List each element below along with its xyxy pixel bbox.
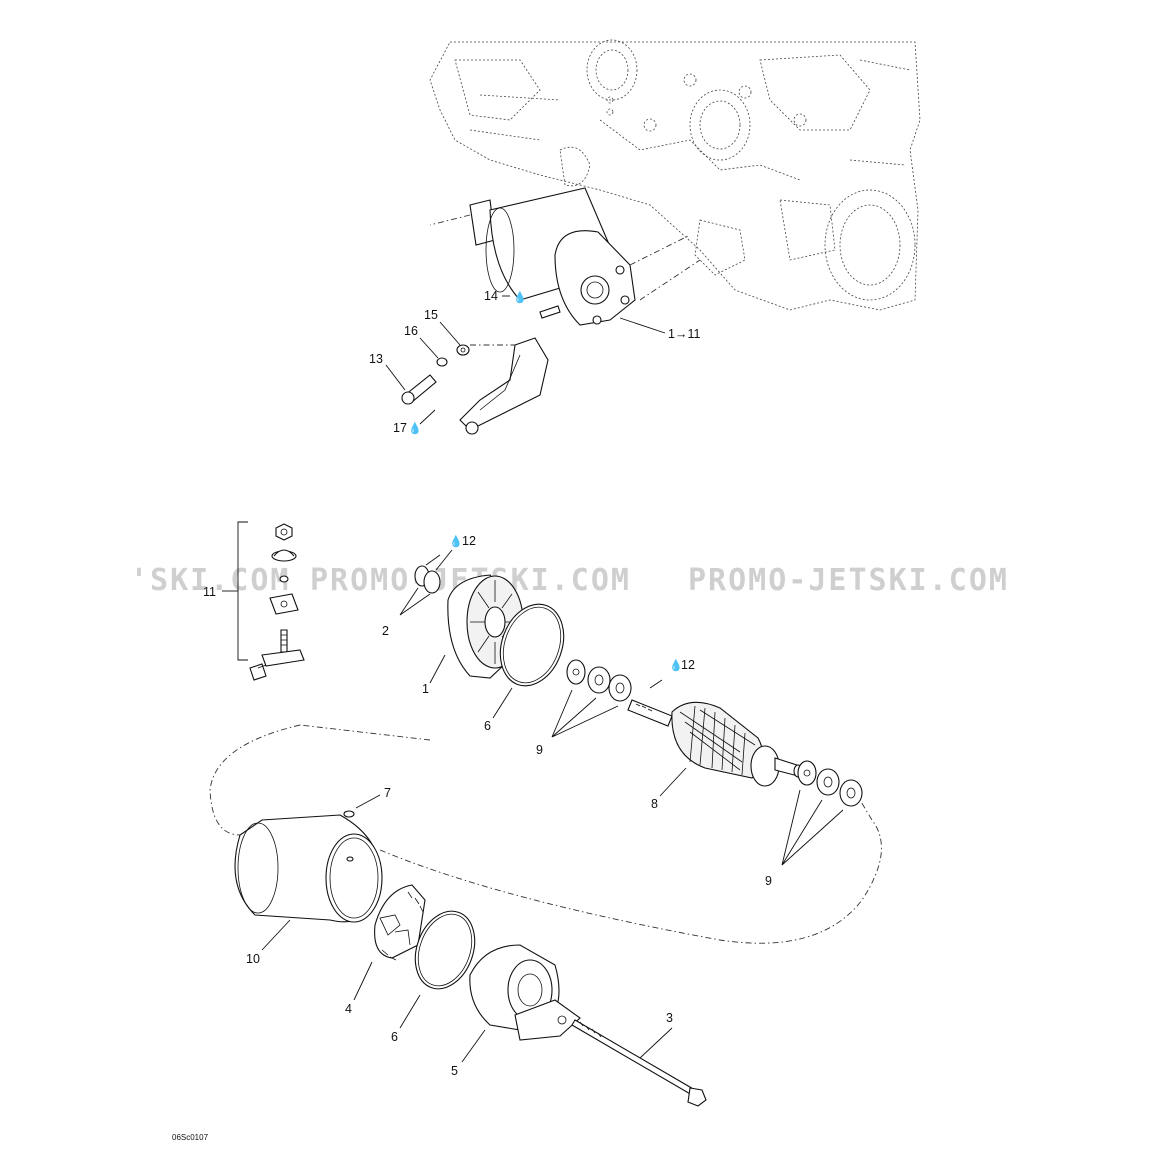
callout-2: 2 [382,624,389,638]
drop-icon: 💧 [408,422,422,435]
o-ring-lower: 6 [391,910,476,1044]
callout-5: 5 [451,1064,458,1078]
callout-4: 4 [345,1002,352,1016]
callout-13: 13 [369,352,383,366]
drop-icon: 💧 [669,659,683,672]
callout-6b: 6 [391,1030,398,1044]
drive-housing-part-5: 5 [451,944,581,1078]
through-bolt-part-3: 3 [571,1011,707,1107]
engine-block-outline [429,39,921,311]
callout-17: 17 [393,421,407,435]
callouts-top: 14 💧 1→11 15 16 13 17 💧 [369,289,700,435]
watermark-right: PROMO-JETSKI.COM [688,563,1009,598]
callout-11: 11 [203,585,216,599]
callout-12b: 12 [681,658,695,672]
callout-1-to-11: 1→11 [668,327,700,341]
armature-part-8: 8 💧 12 [627,658,803,811]
callout-16: 16 [404,324,418,338]
bushings-part-2: 2 💧 12 [382,534,476,638]
callout-3: 3 [666,1011,673,1025]
callout-1: 1 [422,682,429,696]
callout-15: 15 [424,308,438,322]
drawing-code: 06Sc0107 [172,1133,209,1142]
callout-9a: 9 [536,743,543,757]
callout-7: 7 [384,786,391,800]
shims-left: 9 [536,659,632,757]
watermark: 'SKI.COM PROMO-JETSKI.COM PROMO-JETSKI.C… [130,563,1009,598]
fasteners-top [401,344,470,405]
starter-bracket [459,337,549,435]
callout-8: 8 [651,797,658,811]
assembly-path-line [209,724,882,944]
callout-14: 14 [484,289,498,303]
callout-6a: 6 [484,719,491,733]
o-ring-upper: 6 [484,603,565,733]
brush-holder-kit: 11 [203,521,305,681]
shims-right: 9 [765,760,863,888]
drop-icon: 💧 [449,535,463,548]
starter-motor-assembly [429,187,701,326]
yoke-housing-part-10: 10 7 [234,786,391,966]
watermark-left: 'SKI.COM [130,563,291,598]
callout-9b: 9 [765,874,772,888]
callout-10: 10 [246,952,260,966]
callout-12a: 12 [462,534,476,548]
drop-icon: 💧 [513,291,527,304]
gear-plate-part-4: 4 [345,884,426,1016]
